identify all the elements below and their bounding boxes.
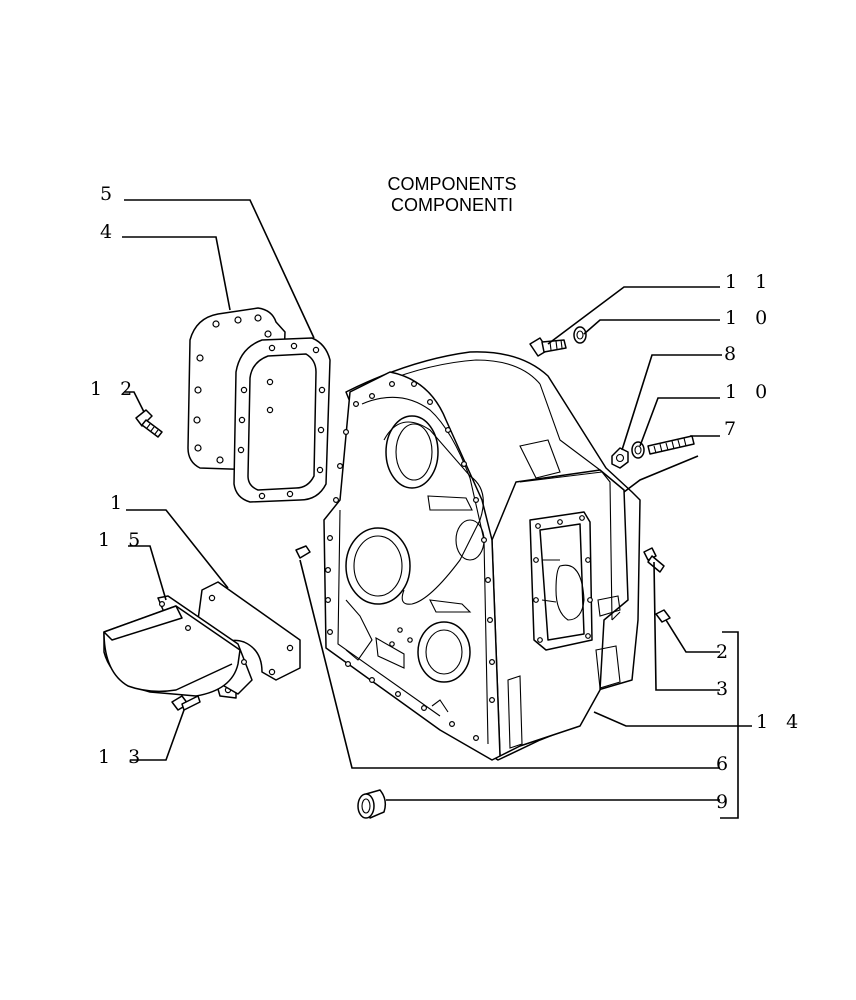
diagram-title-italian: COMPONENTI xyxy=(391,195,513,215)
gasket xyxy=(233,337,331,503)
callout-6: 6 xyxy=(716,753,734,775)
callout-8: 8 xyxy=(724,343,742,365)
callout-11: 1 1 xyxy=(725,271,773,293)
callout-13: 1 3 xyxy=(98,746,146,768)
callout-5: 5 xyxy=(100,183,118,205)
callout-14: 1 4 xyxy=(756,711,804,733)
bolt-11 xyxy=(529,337,567,357)
callout-7: 7 xyxy=(724,418,742,440)
leader-lines xyxy=(122,199,752,819)
callout-4: 4 xyxy=(100,221,118,243)
pin-2 xyxy=(655,609,671,623)
nut-8 xyxy=(611,447,629,469)
callout-10-upper: 1 0 xyxy=(725,307,773,329)
callout-15: 1 5 xyxy=(98,529,146,551)
gearbox-housing xyxy=(323,351,641,761)
plug-9 xyxy=(357,789,387,819)
callout-10-lower: 1 0 xyxy=(725,381,773,403)
washer-10-upper xyxy=(573,326,587,344)
callout-3: 3 xyxy=(716,678,734,700)
screw-3 xyxy=(643,547,665,573)
diagram-title-english: COMPONENTS xyxy=(387,174,516,194)
bolt-13 xyxy=(171,695,201,711)
stud-7 xyxy=(647,435,695,455)
guard-trough xyxy=(103,595,253,697)
bolt-12 xyxy=(135,409,163,438)
callout-9: 9 xyxy=(716,791,734,813)
dowel-pin-6 xyxy=(295,545,311,559)
washer-10-lower xyxy=(631,441,645,459)
callout-12: 1 2 xyxy=(90,378,138,400)
callout-1: 1 xyxy=(110,492,128,514)
callout-2: 2 xyxy=(716,641,734,663)
